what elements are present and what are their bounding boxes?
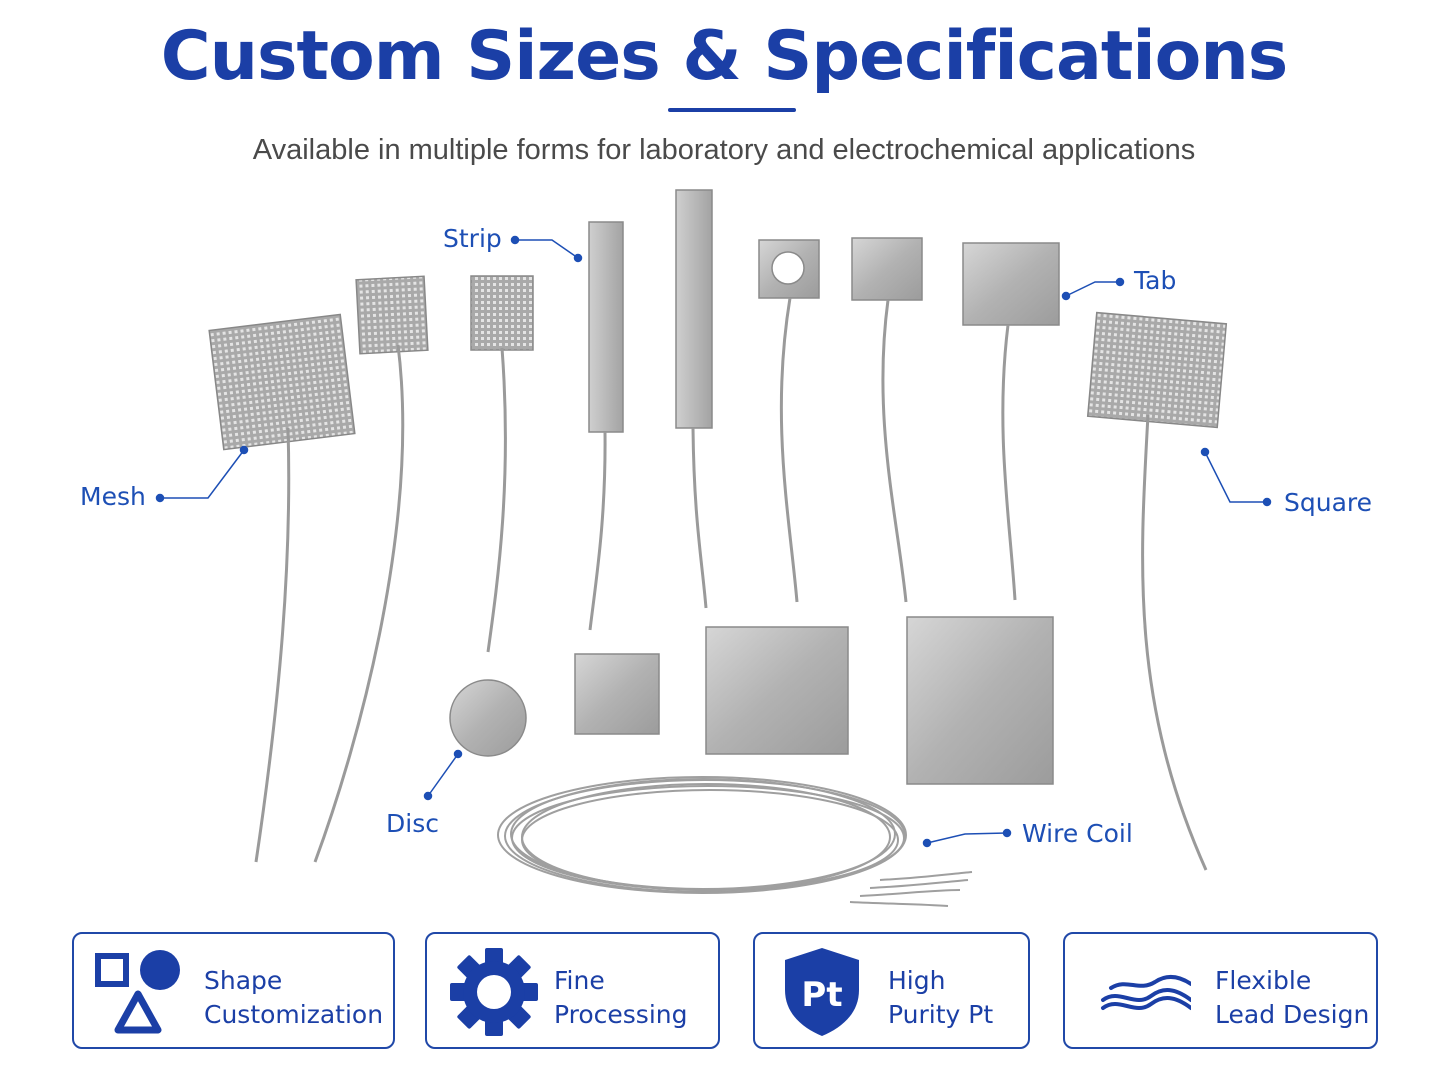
callout-square: Square [1284, 488, 1373, 517]
feature-card-flexible-lead: Flexible Lead Design [1063, 932, 1378, 1049]
strip-electrode [588, 221, 624, 631]
product-illustration [155, 189, 1272, 907]
gear-icon [450, 948, 538, 1036]
tab-electrode-with-hole [758, 239, 820, 603]
page-subtitle: Available in multiple forms for laborato… [252, 134, 1196, 166]
strip-electrode [675, 189, 713, 609]
feature-label-line2: Lead Design [1215, 1000, 1370, 1029]
feature-label-line2: Customization [204, 1000, 384, 1029]
disc-foil [449, 679, 527, 757]
square-foil [705, 626, 849, 755]
mesh-electrode [313, 275, 429, 863]
shapes-icon [95, 950, 180, 1034]
page-title: Custom Sizes & Specifications [160, 17, 1289, 96]
callout-mesh: Mesh [80, 482, 146, 511]
feature-card-fine-processing: Fine Processing [425, 932, 720, 1049]
callout-leaders [155, 235, 1272, 848]
title-underline [668, 108, 796, 112]
shield-badge-text: Pt [801, 975, 842, 1015]
wave-icon [1101, 975, 1191, 1010]
square-foil [574, 653, 660, 735]
feature-label-line1: High [888, 966, 946, 995]
callout-tab: Tab [1134, 266, 1177, 295]
callout-disc: Disc [386, 809, 439, 838]
feature-card-shape-customization: Shape Customization [72, 932, 395, 1049]
square-mesh-electrode [1086, 311, 1228, 871]
feature-label-line1: Flexible [1215, 966, 1312, 995]
wire-coil [497, 776, 973, 907]
callout-strip: Strip [443, 224, 502, 253]
feature-card-high-purity: Pt High Purity Pt [753, 932, 1030, 1049]
mesh-electrode [470, 275, 534, 653]
feature-label-line2: Processing [554, 1000, 688, 1029]
feature-label-line1: Fine [554, 966, 605, 995]
tab-electrode [962, 242, 1060, 601]
shield-icon: Pt [785, 948, 859, 1036]
callout-wire-coil: Wire Coil [1022, 819, 1133, 848]
feature-label-line2: Purity Pt [888, 1000, 994, 1029]
feature-label-line1: Shape [204, 966, 283, 995]
square-foil [906, 616, 1054, 785]
tab-electrode [851, 237, 923, 603]
mesh-electrode [208, 313, 356, 863]
